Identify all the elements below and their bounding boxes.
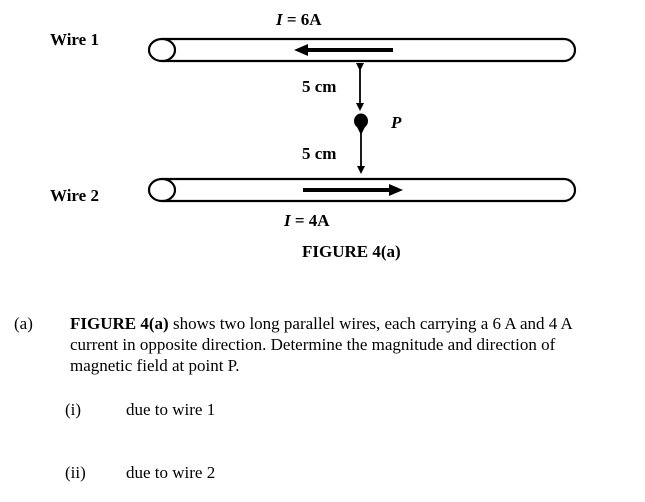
question-text: FIGURE 4(a) shows two long parallel wire… (70, 314, 573, 375)
wire2-label: Wire 2 (50, 186, 99, 205)
wire-2 (147, 177, 577, 203)
wire-1 (147, 37, 577, 63)
point-p-dot (354, 113, 368, 129)
wire1-label: Wire 1 (50, 30, 99, 49)
point-p-label: P (390, 113, 402, 132)
question-number: (a) (14, 314, 33, 333)
distance-bottom-label: 5 cm (302, 144, 336, 163)
figure-ref: FIGURE 4(a) (70, 314, 169, 333)
distance-top-label: 5 cm (302, 77, 336, 96)
current1-label: I = 6A (275, 10, 322, 29)
part-ii-number: (ii) (65, 463, 86, 482)
part-i-number: (i) (65, 400, 82, 419)
figure-caption: FIGURE 4(a) (302, 242, 401, 261)
part-ii-text: due to wire 2 (126, 463, 216, 482)
current2-label: I = 4A (283, 211, 330, 230)
part-i-text: due to wire 1 (126, 400, 216, 419)
